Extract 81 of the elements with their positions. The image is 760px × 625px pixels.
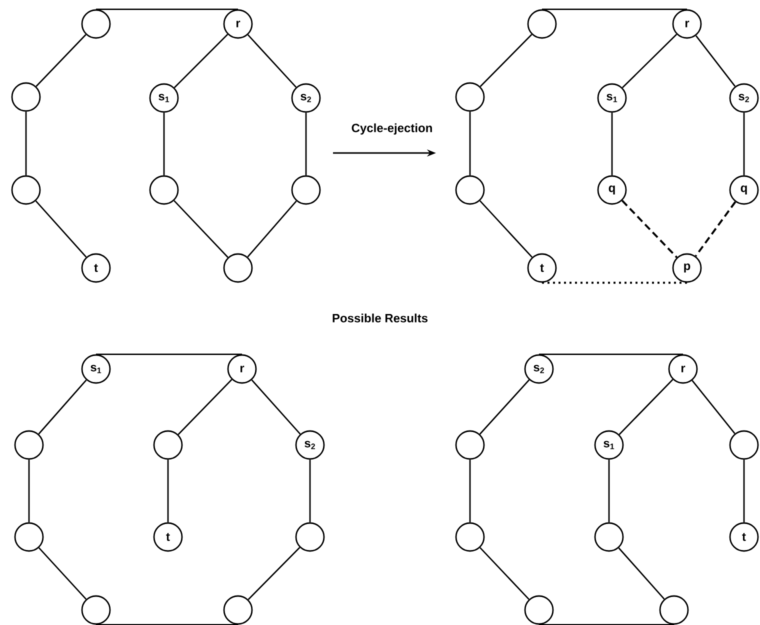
labeled-vertex: s$_{2}$ (524, 354, 554, 384)
edge-line (469, 112, 471, 176)
edge-line (611, 112, 613, 176)
edge-line (178, 379, 232, 435)
labeled-vertex: t (729, 522, 759, 552)
edge-line (163, 112, 165, 176)
vertex-circle (527, 9, 557, 39)
edge-line (695, 35, 736, 87)
labeled-vertex: s$_{1}$ (149, 83, 179, 113)
edge-line (247, 200, 297, 258)
edge-line (248, 546, 300, 600)
edge-line (305, 112, 307, 176)
labeled-vertex: s$_{1}$ (81, 354, 111, 384)
edge-line (38, 380, 87, 434)
edge-line (35, 200, 87, 258)
vertex-circle (455, 82, 485, 112)
edge-line (694, 201, 736, 257)
vertex-circle (223, 253, 253, 283)
edge-line (743, 112, 745, 176)
labeled-vertex: q (729, 175, 759, 205)
edge-line (36, 34, 86, 87)
edge-line (692, 380, 736, 434)
vertex-circle (81, 595, 111, 625)
labeled-vertex: t (153, 522, 183, 552)
vertex-circle (295, 522, 325, 552)
labeled-vertex: r (668, 354, 698, 384)
labeled-vertex: s$_{2}$ (291, 83, 321, 113)
edge-line (469, 460, 471, 522)
labeled-vertex: p (672, 253, 702, 283)
vertex-circle (223, 595, 253, 625)
edge-line (622, 34, 678, 88)
vertex-circle (291, 175, 321, 205)
vertex-circle (11, 175, 41, 205)
edge-line (251, 380, 301, 435)
vertex-circle (659, 595, 689, 625)
edge-line (618, 548, 665, 600)
edge-line (38, 547, 87, 600)
vertex-circle (455, 175, 485, 205)
edge-line (480, 547, 530, 600)
edge-line (480, 34, 532, 88)
edge-line (618, 379, 674, 435)
edge-line (539, 354, 683, 355)
edge-line (608, 460, 610, 522)
edge-line (542, 8, 687, 10)
vertex-circle (81, 9, 111, 39)
labeled-vertex: s$_{2}$ (295, 430, 325, 460)
labeled-vertex: s$_{2}$ (729, 83, 759, 113)
labeled-vertex: t (527, 253, 557, 283)
edge-line (542, 282, 687, 284)
edge-line (25, 112, 27, 176)
edge-line (174, 200, 228, 258)
vertex-circle (455, 430, 485, 460)
labeled-vertex: s$_{1}$ (597, 83, 627, 113)
vertex-circle (149, 175, 179, 205)
labeled-vertex: r (223, 9, 253, 39)
edge-line (479, 200, 533, 258)
vertex-circle (729, 430, 759, 460)
vertex-circle (594, 522, 624, 552)
edge-line (96, 354, 242, 355)
edge-line (28, 460, 30, 522)
labeled-vertex: t (81, 253, 111, 283)
edge-line (621, 200, 678, 258)
vertex-circle (455, 522, 485, 552)
edge-line (309, 460, 311, 522)
vertex-circle (524, 595, 554, 625)
caption-text: Possible Results (332, 314, 428, 322)
vertex-circle (11, 82, 41, 112)
edge-line (96, 8, 238, 10)
edge-line (247, 34, 297, 88)
edge-line (743, 460, 745, 522)
labeled-vertex: r (672, 9, 702, 39)
labeled-vertex: q (597, 175, 627, 205)
edge-line (479, 379, 530, 435)
caption-text: Cycle-ejection (352, 123, 432, 135)
labeled-vertex: s$_{1}$ (594, 430, 624, 460)
labeled-vertex: r (227, 354, 257, 384)
vertex-circle (14, 522, 44, 552)
vertex-circle (14, 430, 44, 460)
vertex-circle (153, 430, 183, 460)
edge-line (167, 460, 169, 522)
edge-line (174, 34, 228, 88)
